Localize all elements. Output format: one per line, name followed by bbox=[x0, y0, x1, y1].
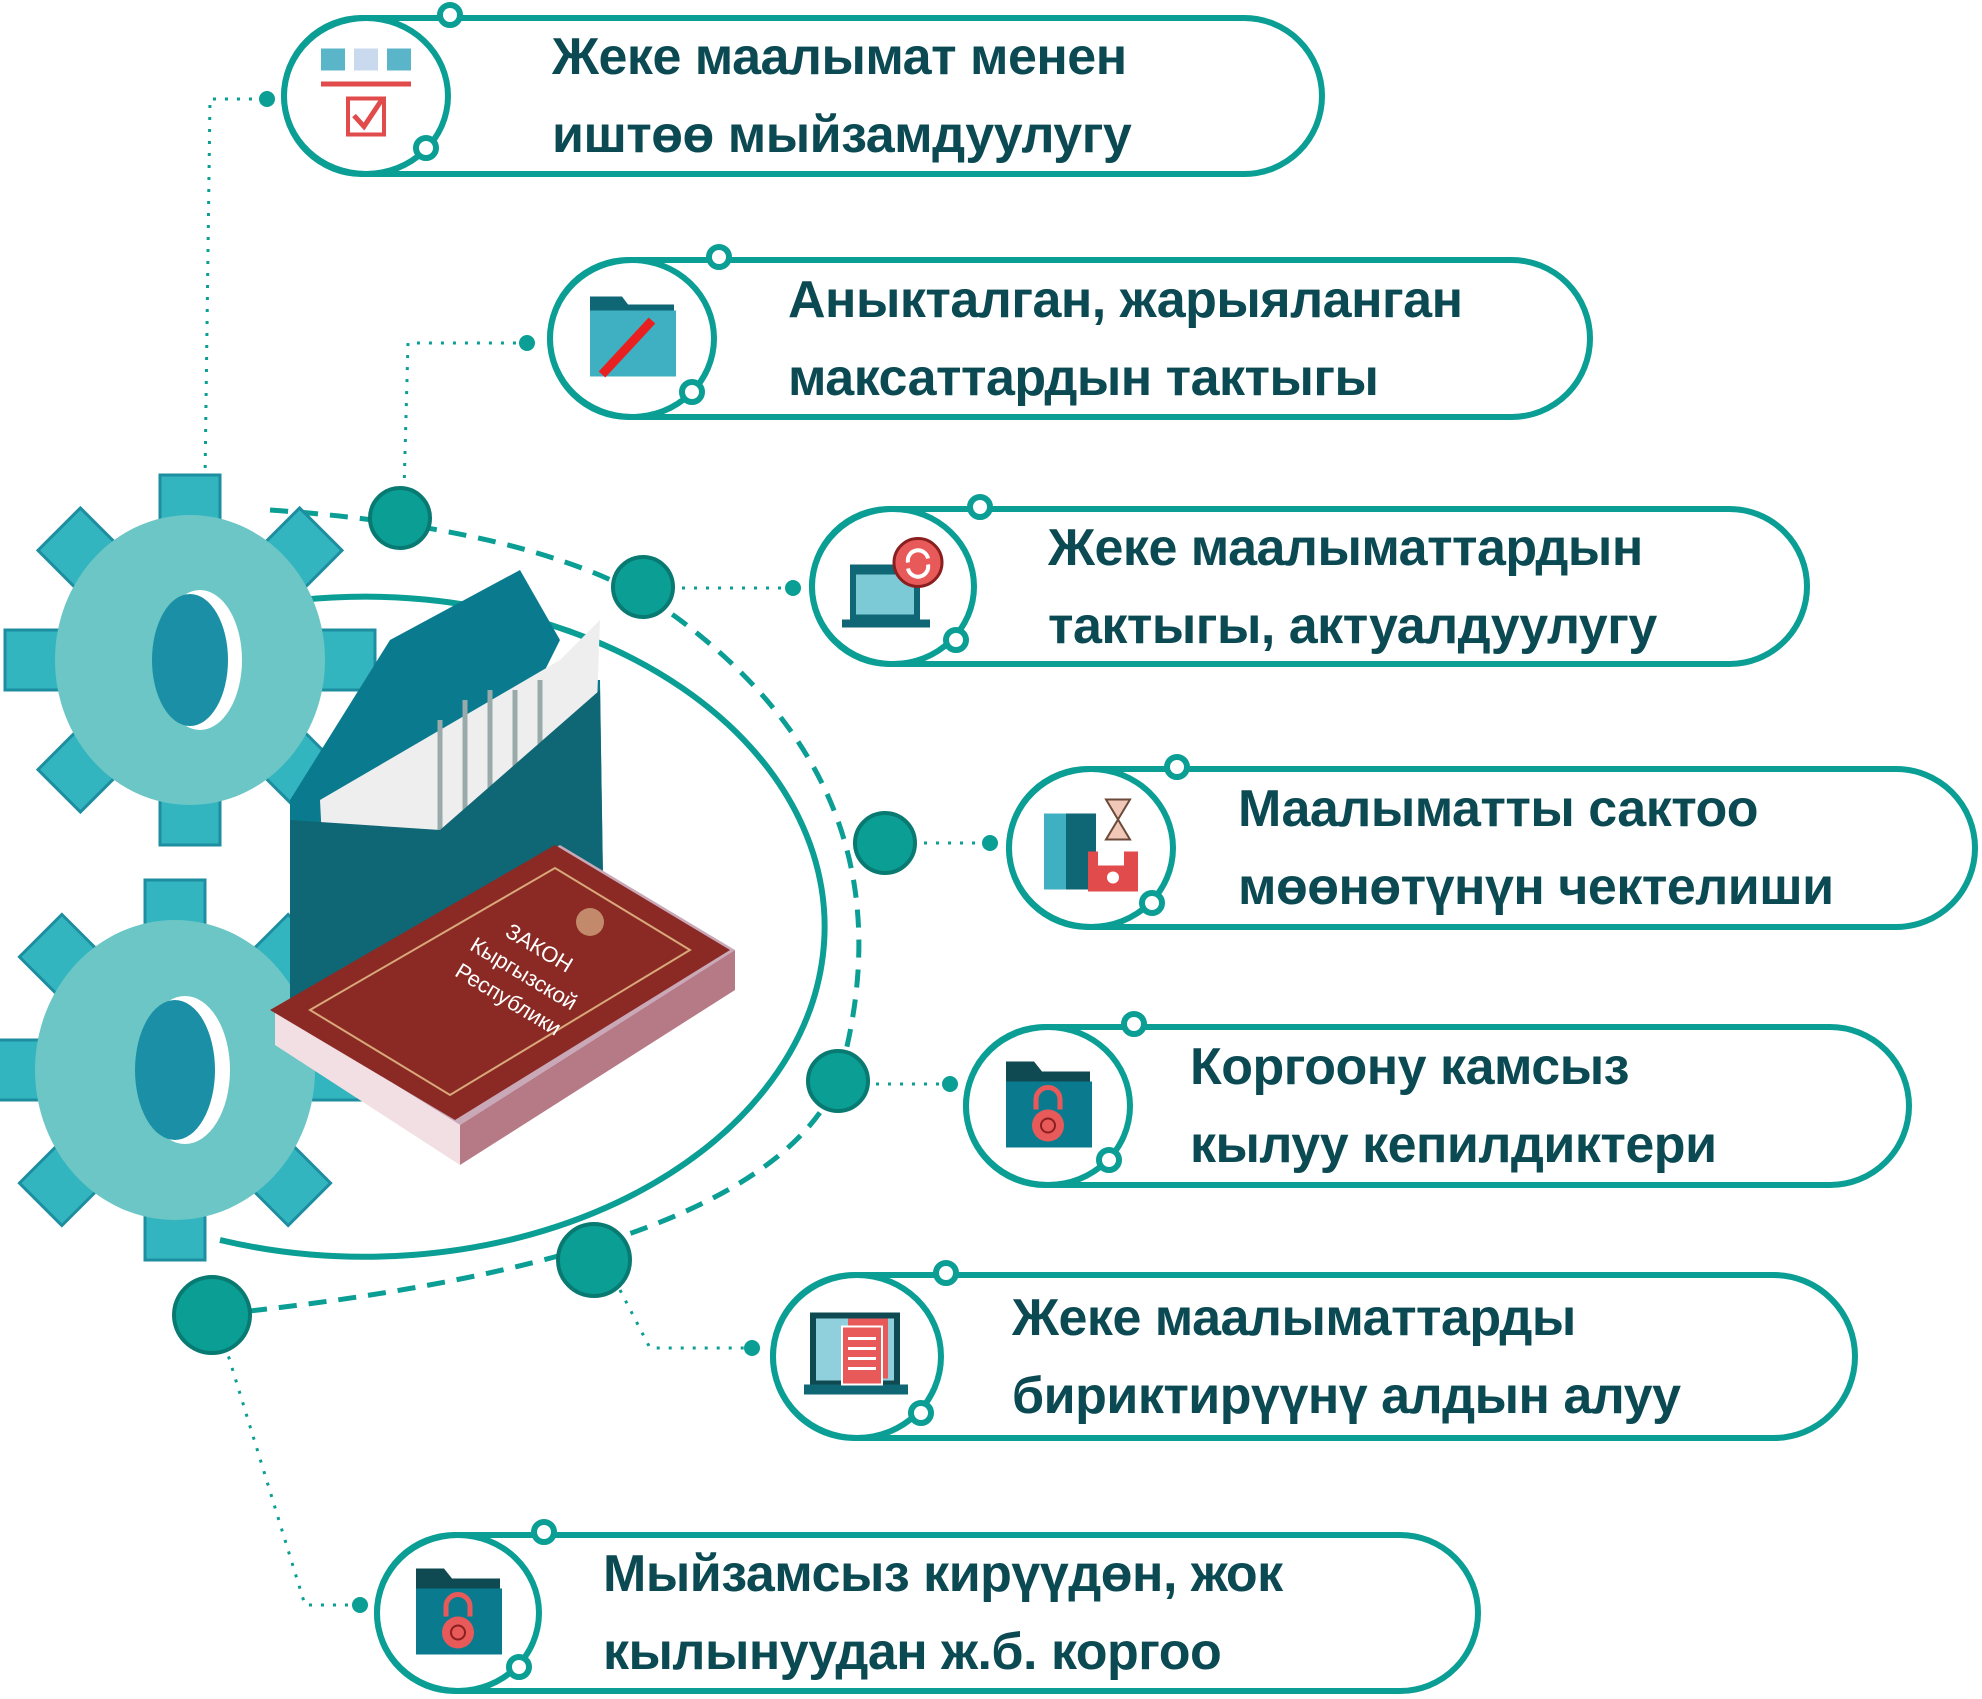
laptop-refresh-icon bbox=[838, 534, 948, 639]
node bbox=[611, 555, 675, 619]
principle-card-storage: Маалыматты сактоо мөөнөтүнүн чектелиши bbox=[1006, 766, 1978, 930]
card-text-line: Жеке маалыматтарды bbox=[1012, 1288, 1576, 1347]
folder-lock-icon bbox=[408, 1561, 508, 1666]
card-text-line: мөөнөтүнүн чектелиши bbox=[1238, 858, 1834, 916]
connectors bbox=[203, 97, 990, 1607]
gear-icon bbox=[3, 473, 377, 847]
principle-card-purpose: Аныкталган, жарыяланган максаттардын такт… bbox=[547, 257, 1593, 420]
node bbox=[853, 811, 917, 875]
ring-dot bbox=[967, 494, 993, 520]
ring-dot bbox=[506, 1654, 532, 1680]
folder-hourglass-disk-icon bbox=[1036, 796, 1146, 901]
card-text-line: Аныкталган, жарыяланган bbox=[788, 270, 1463, 329]
ring-dot bbox=[1139, 890, 1165, 916]
analytics-checklist-icon bbox=[316, 44, 416, 149]
ring-dot bbox=[413, 135, 439, 161]
ring-dot bbox=[1164, 754, 1190, 780]
card-text-line: кылуу кепилдиктери bbox=[1190, 1116, 1717, 1174]
ring-dot bbox=[679, 379, 705, 405]
laptop-documents-icon bbox=[802, 1304, 912, 1409]
orbit-ellipse bbox=[219, 593, 828, 1260]
principle-card-combination: Жеке маалыматтарды бириктирүүнү алдын алу… bbox=[770, 1272, 1858, 1441]
card-text-line: кылынуудан ж.б. коргоо bbox=[603, 1623, 1222, 1681]
principle-card-unauthorized-access: Мыйзамсыз кирүүдөн, жок кылынуудан ж.б. к… bbox=[374, 1532, 1481, 1694]
node bbox=[806, 1049, 870, 1113]
card-text-line: Коргоону камсыз bbox=[1190, 1038, 1629, 1096]
node bbox=[556, 1222, 632, 1298]
card-text-line: тактыгы, актуалдуулугу bbox=[1048, 596, 1657, 655]
card-text-line: Жеке маалымат менен bbox=[552, 28, 1127, 86]
ring-dot bbox=[1121, 1011, 1147, 1037]
node bbox=[368, 486, 432, 550]
ring-dot bbox=[437, 2, 463, 28]
card-text-line: Жеке маалыматтардын bbox=[1048, 518, 1643, 577]
node bbox=[172, 1275, 252, 1355]
ring-dot bbox=[943, 627, 969, 653]
card-text-line: бириктирүүнү алдын алуу bbox=[1012, 1366, 1681, 1425]
ring-dot bbox=[908, 1400, 934, 1426]
card-text-line: максаттардын тактыгы bbox=[788, 348, 1379, 407]
principle-card-accuracy: Жеке маалыматтардын тактыгы, актуалдуулуг… bbox=[809, 506, 1810, 667]
ring-dot bbox=[1096, 1147, 1122, 1173]
folder-lock-icon bbox=[998, 1054, 1098, 1159]
ring-dot bbox=[531, 1519, 557, 1545]
principle-card-lawfulness: Жеке маалымат менен иштөө мыйзамдуулугу bbox=[281, 15, 1325, 177]
card-text-line: Мыйзамсыз кирүүдөн, жок bbox=[603, 1545, 1283, 1603]
ring-dot bbox=[706, 244, 732, 270]
ring-dot bbox=[933, 1260, 959, 1286]
nodes bbox=[172, 486, 917, 1355]
card-text-line: Маалыматты сактоо bbox=[1238, 780, 1759, 838]
card-text-line: иштөө мыйзамдуулугу bbox=[552, 106, 1132, 164]
folder-pencil-icon bbox=[582, 286, 682, 391]
law-book: ЗАКОН Кыргызской Республики bbox=[270, 845, 735, 1165]
